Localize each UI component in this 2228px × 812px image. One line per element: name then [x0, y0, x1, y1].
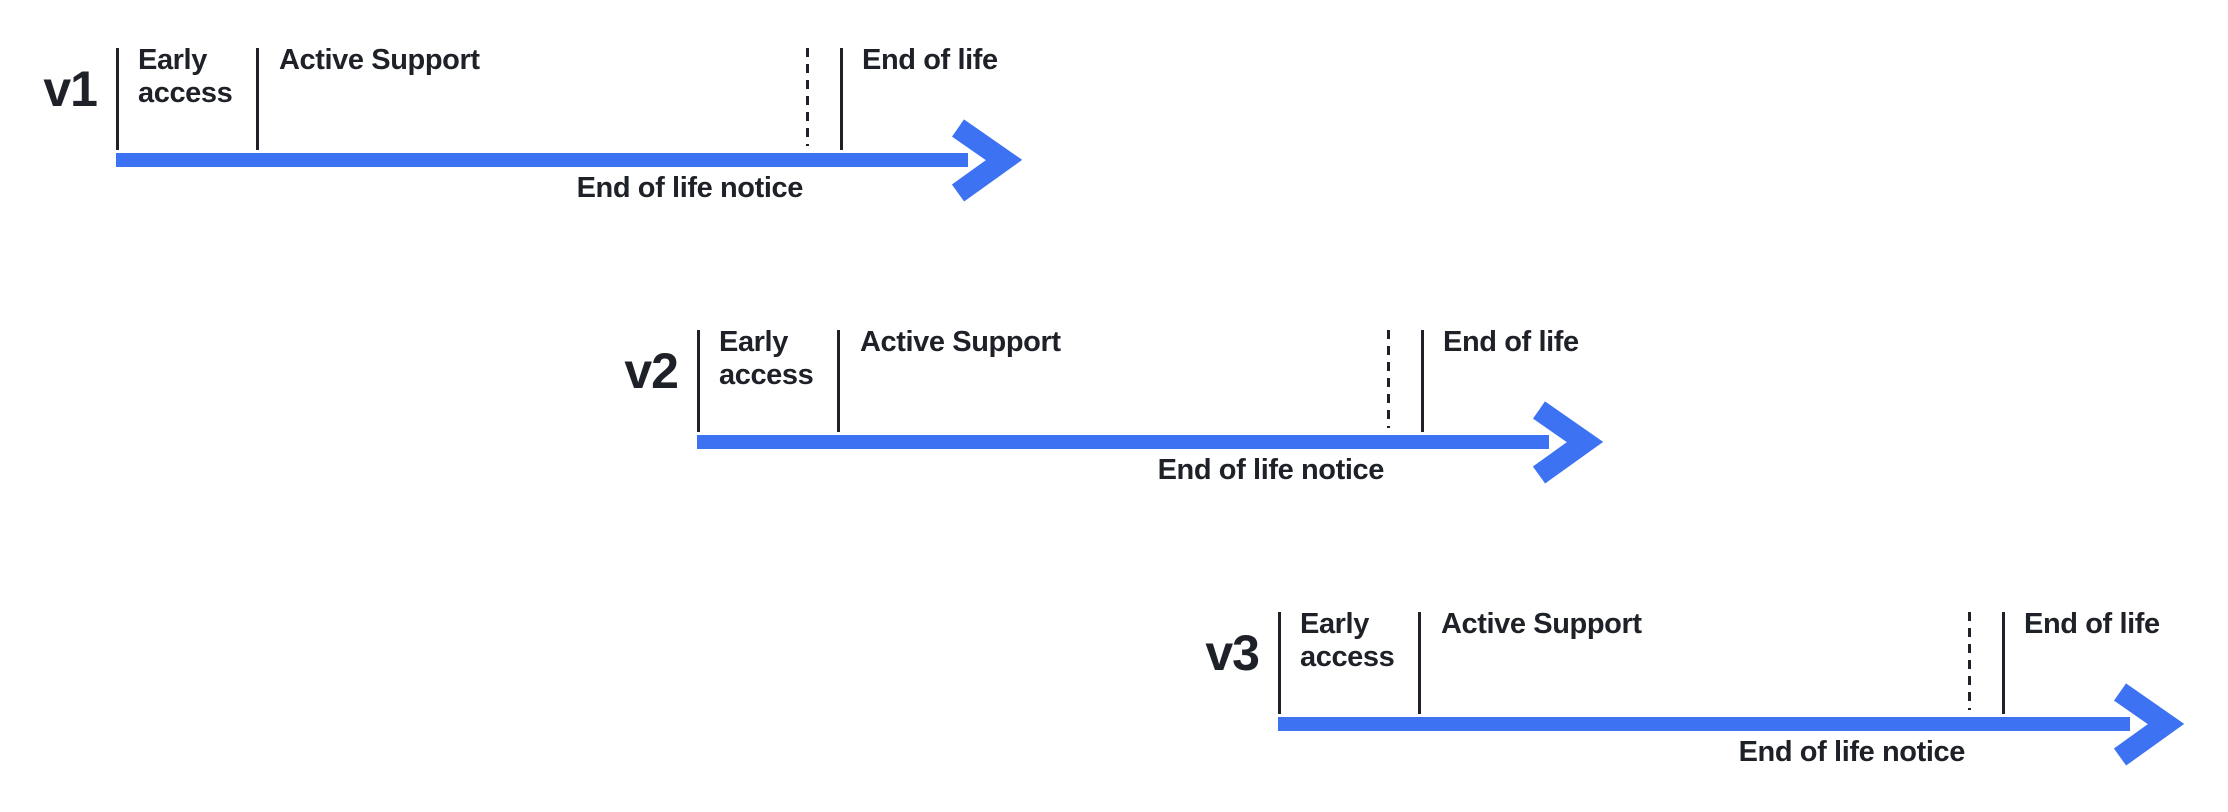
version-label: v2	[624, 343, 679, 399]
active-support-start-tick	[256, 48, 259, 150]
active-support-start-tick	[1418, 612, 1421, 714]
timeline-row-v2: v2 Early access Active Support End of li…	[581, 282, 1681, 542]
version-label: v1	[43, 61, 98, 117]
version-label: v3	[1205, 625, 1260, 681]
end-of-life-notice-line	[1387, 330, 1390, 428]
early-access-start-tick	[1278, 612, 1281, 714]
active-support-start-tick	[837, 330, 840, 432]
early-access-start-tick	[697, 330, 700, 432]
timeline-row-v3: v3 Early access Active Support End of li…	[1162, 564, 2228, 812]
early-access-label: Early access	[1300, 608, 1395, 673]
timeline-arrow	[697, 401, 1604, 484]
end-of-life-notice-label: End of life notice	[1157, 454, 1385, 486]
end-of-life-tick	[840, 48, 843, 150]
early-access-start-tick	[116, 48, 119, 150]
timeline-row-v1: v1 Early access Active Support End of li…	[0, 0, 1100, 260]
active-support-label: Active Support	[279, 44, 480, 76]
end-of-life-label: End of life	[862, 44, 998, 76]
end-of-life-notice-label: End of life notice	[576, 172, 804, 204]
early-access-label: Early access	[719, 326, 814, 391]
end-of-life-label: End of life	[1443, 326, 1579, 358]
end-of-life-notice-label: End of life notice	[1738, 736, 1966, 768]
end-of-life-label: End of life	[2024, 608, 2160, 640]
timeline-arrow	[116, 119, 1023, 202]
active-support-label: Active Support	[1441, 608, 1642, 640]
early-access-label: Early access	[138, 44, 233, 109]
end-of-life-tick	[2002, 612, 2005, 714]
end-of-life-tick	[1421, 330, 1424, 432]
end-of-life-notice-line	[806, 48, 809, 146]
active-support-label: Active Support	[860, 326, 1061, 358]
end-of-life-notice-line	[1968, 612, 1971, 710]
timeline-arrow	[1278, 683, 2185, 766]
